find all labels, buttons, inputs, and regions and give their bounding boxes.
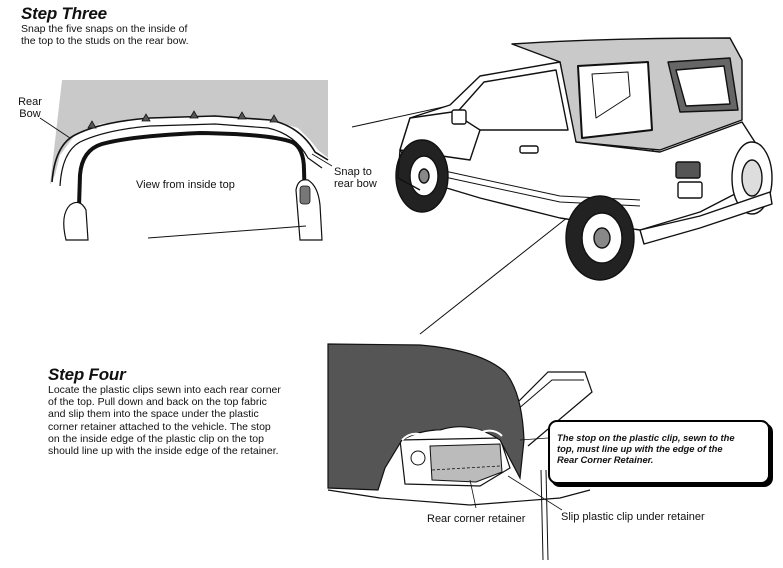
snap-label-line: rear bow [334,178,377,190]
step-four-line: and slip them into the space under the p… [48,408,259,421]
step-four-heading: Step Four [48,365,126,384]
step-three-heading: Step Three [21,4,107,23]
rear-bow-label-line: Bow [19,108,41,120]
slip-plastic-clip-label: Slip plastic clip under retainer [561,511,705,523]
inside-view-caption: View from inside top [136,179,235,191]
inside-top-illustration [39,80,333,241]
snap-label-line: Snap to [334,166,372,178]
note-line: Rear Corner Retainer. [557,454,654,466]
note-line: top, must line up with the edge of the [557,443,723,455]
step-three-line: Snap the five snaps on the inside of [21,23,188,35]
rear-bow-label-line: Rear [18,96,42,108]
vehicle-illustration [395,37,773,281]
step-three-text: Snap the five snaps on the inside of the… [21,23,189,47]
step-four-line: of the top. Pull down and back on the to… [48,396,267,409]
stop-alignment-note: The stop on the plastic clip, sewn to th… [548,420,770,484]
rear-bow-label: Rear Bow [17,96,43,120]
step-four-line: corner retainer attached to the vehicle.… [48,420,271,433]
rear-corner-retainer-label: Rear corner retainer [427,513,526,525]
detail-inset-illustration [327,343,593,561]
note-line: The stop on the plastic clip, sewn to th… [557,432,735,443]
step-three-line: the top to the studs on the rear bow. [21,35,189,48]
snap-to-rear-bow-label: Snap to rear bow [334,166,377,190]
step-four-line: Locate the plastic clips sewn into each … [48,384,281,396]
step-four-text: Locate the plastic clips sewn into each … [48,384,281,457]
step-four-line: on the inside edge of the plastic clip o… [48,432,264,445]
step-four-line: should line up with the inside edge of t… [48,445,279,458]
